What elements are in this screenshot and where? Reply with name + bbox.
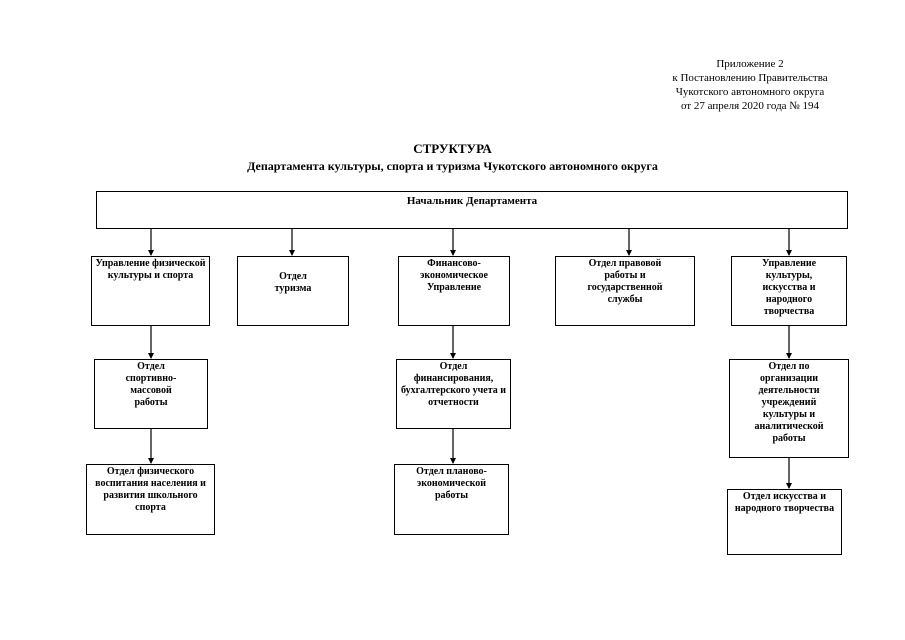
dept-planning-economics-box: Отдел планово-экономической работы <box>394 464 509 535</box>
unit-sport-box: Управление физической культуры и спорта <box>91 256 210 326</box>
annex-line-1: Приложение 2 <box>716 58 784 70</box>
annex-line-2: к Постановлению Правительства <box>672 72 828 84</box>
dept-finance-accounting-box: Отдел финансирования, бухгалтерского уче… <box>396 359 511 429</box>
unit-tourism-box: Отдел туризма <box>237 256 349 326</box>
unit-culture-box: Управление культуры, искусства и народно… <box>731 256 847 326</box>
dept-physical-education-box: Отдел физического воспитания населения и… <box>86 464 215 535</box>
head-of-department-box: Начальник Департамента <box>96 191 848 229</box>
dept-culture-organization-box: Отдел по организации деятельности учрежд… <box>729 359 849 458</box>
dept-art-folk-box: Отдел искусства и народного творчества <box>727 489 842 555</box>
unit-legal-box: Отдел правовой работы и государственной … <box>555 256 695 326</box>
annex-header: Приложение 2 к Постановлению Правительст… <box>600 57 900 113</box>
unit-finance-box: Финансово-экономическое Управление <box>398 256 510 326</box>
document-title: СТРУКТУРА <box>413 141 492 156</box>
annex-line-3: Чукотского автономного округа <box>675 86 825 98</box>
dept-sport-mass-box: Отдел спортивно-массовой работы <box>94 359 208 429</box>
document-subtitle: Департамента культуры, спорта и туризма … <box>247 159 658 173</box>
annex-line-4: от 27 апреля 2020 года № 194 <box>680 100 820 112</box>
